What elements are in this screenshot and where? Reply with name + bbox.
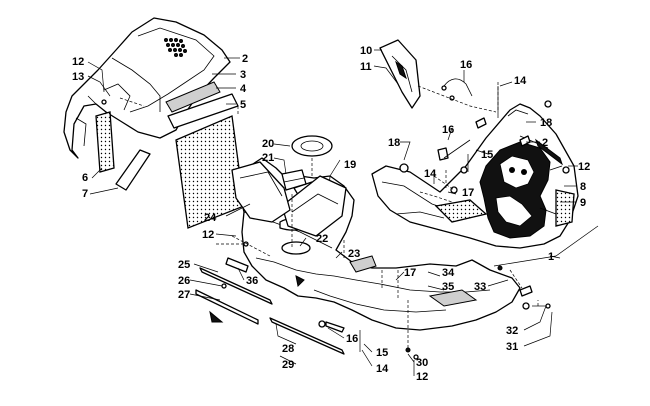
callout-16b: 16 [442,124,454,136]
vent-dots [164,38,187,57]
callout-35: 35 [442,281,454,293]
callout-7: 7 [82,188,88,200]
cable-16 [443,78,473,97]
callout-10: 10 [360,45,372,57]
callout-27: 27 [178,289,190,301]
callout-12: 12 [72,56,84,68]
clip-27 [209,310,224,323]
callout-36: 36 [246,275,258,287]
callout-15b: 15 [376,347,388,359]
pad-6 [95,111,115,173]
callout-15: 15 [481,149,493,161]
callout-12d: 12 [416,371,428,383]
callout-20: 20 [262,138,274,150]
callout-19: 19 [344,159,356,171]
rivet-30 [405,347,411,353]
callout-34: 34 [442,267,455,279]
callout-26: 26 [178,275,190,287]
callout-6: 6 [82,172,88,184]
callout-16: 16 [460,59,472,71]
callout-14c: 14 [376,363,389,375]
rail-25 [199,267,273,305]
nut-33 [519,285,533,297]
seal-strip-3 [165,81,221,113]
callout-3: 3 [240,69,246,81]
callout-9: 9 [580,197,586,209]
callout-11: 11 [360,61,372,73]
bracket-36 [225,257,249,273]
callout-14: 14 [514,75,527,87]
callout-23: 23 [348,248,360,260]
callout-29: 29 [282,359,294,371]
callout-2: 2 [242,53,248,65]
grommet-18 [399,163,409,173]
panel-19 [281,175,347,237]
callout-18b: 18 [388,137,400,149]
trim-7 [115,149,151,191]
callout-2b: 2 [542,137,548,149]
callout-25: 25 [178,259,190,271]
callout-24: 24 [204,212,217,224]
washer-32 [522,302,530,310]
callout-31: 31 [506,341,518,353]
assembly-bracket-1 [555,225,599,257]
rail-27 [195,289,259,325]
callout-13: 13 [72,71,84,83]
clip-right [295,275,305,288]
callout-33: 33 [474,281,486,293]
callout-30: 30 [416,357,428,369]
grommet-22 [281,241,311,255]
callout-8: 8 [580,181,586,193]
callout-18: 18 [540,117,552,129]
callout-1: 1 [548,251,554,263]
callout-4: 4 [240,83,247,95]
assembly-lines [119,82,539,348]
left-side-panel [63,17,231,159]
callout-28: 28 [282,343,294,355]
plug-18 [544,100,552,108]
leader-lines [87,49,578,376]
callout-14b: 14 [424,168,437,180]
clamp-16 [318,320,326,328]
callout-12b: 12 [578,161,590,173]
callout-17b: 17 [404,267,416,279]
callout-22: 22 [316,233,328,245]
callout-32: 32 [506,325,518,337]
callout-12c: 12 [202,229,214,241]
callout-labels: 2 12 13 3 4 5 6 7 10 11 16 14 18 2 12 8 … [72,45,590,383]
callout-16c: 16 [346,333,358,345]
callout-17: 17 [462,187,474,199]
callout-5: 5 [240,99,246,111]
ring-20 [291,135,333,157]
duct-24 [231,161,291,223]
callout-21: 21 [262,152,274,164]
rail-28 [269,317,345,355]
